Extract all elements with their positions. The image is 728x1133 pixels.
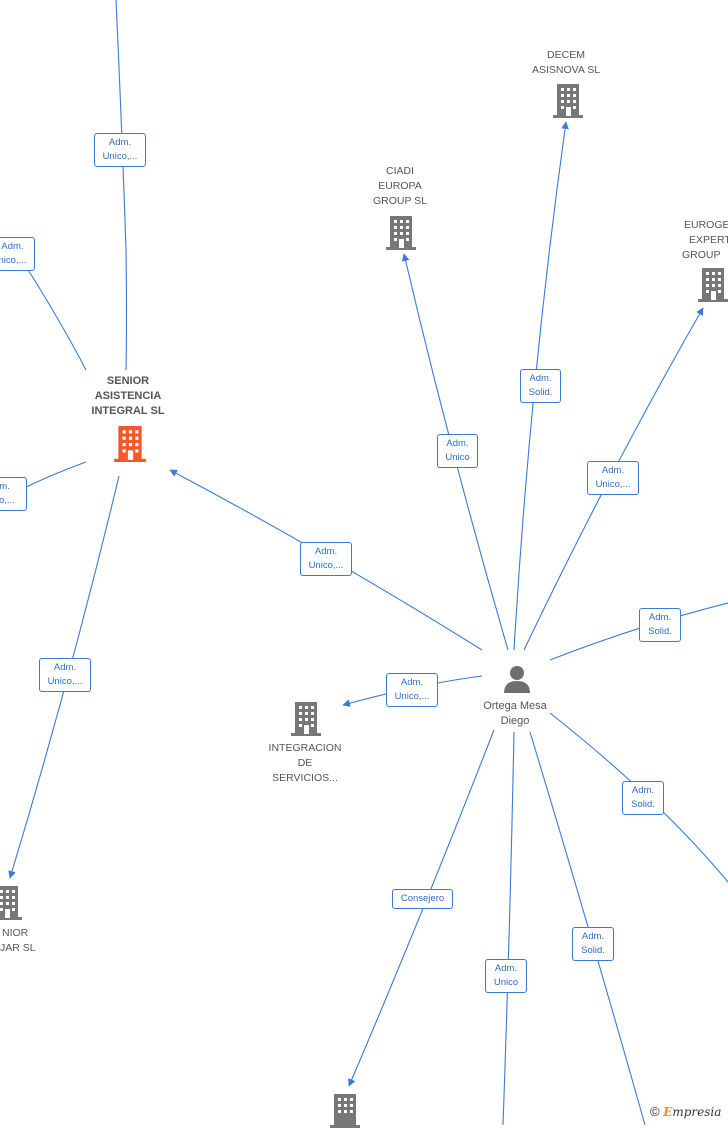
company-label-euroge[interactable]: EUROGE EXPERT GROUP (676, 218, 728, 263)
brand-name: mpresia (672, 1105, 722, 1119)
edge-label-top-senior[interactable]: Adm. Unico,... (94, 133, 146, 167)
edge-label-line: Adm. (53, 662, 77, 673)
edge-label-line: Consejero (400, 893, 445, 904)
company-name-line: EXPERT (689, 234, 728, 246)
edge-label-line: Adm. (108, 137, 132, 148)
person-label-ortega[interactable]: Ortega Mesa Diego (465, 699, 565, 729)
edge-label-line: Unico (493, 977, 519, 988)
edge-ortega-consejero (348, 729, 495, 1087)
edge-label-line: Adm. (529, 373, 552, 384)
building-icon[interactable] (698, 268, 728, 307)
edge-label-line: Adm. (1, 241, 24, 252)
edge-label-line: Solid. (581, 945, 605, 956)
person-name-line: Ortega Mesa (483, 700, 547, 712)
company-name-line: DE (297, 757, 313, 769)
edge-label-line: Adm. (601, 465, 625, 476)
company-name-line: GROUP SL (372, 195, 428, 207)
company-name-line: GROUP (682, 249, 721, 261)
edge-left-upper (24, 264, 87, 371)
edge-label-ortega-integracion[interactable]: Adm. Unico,... (386, 673, 438, 707)
edge-label-line: Unico,... (102, 151, 138, 162)
edge-label-left-lower[interactable]: m. co,... (0, 477, 27, 511)
company-name-line: JAR SL (0, 942, 36, 954)
company-name-line: INTEGRACION (268, 742, 342, 754)
company-label-senior-asistencia[interactable]: SENIOR ASISTENCIA INTEGRAL SL (70, 374, 186, 419)
company-name-line: NIOR (2, 927, 29, 939)
edge-label-left-upper[interactable]: Adm. nico,... (0, 237, 35, 271)
building-icon[interactable] (553, 84, 583, 123)
edge-label-line: Adm. (581, 931, 605, 942)
person-icon[interactable] (502, 664, 532, 699)
company-name-line: SERVICIOS... (272, 772, 338, 784)
copyright-watermark: © Empresia (650, 1104, 721, 1119)
building-icon[interactable] (330, 1094, 360, 1133)
edge-label-line: Unico,... (394, 691, 430, 702)
edge-label-line: Adm. (400, 677, 424, 688)
brand-initial: E (663, 1105, 673, 1119)
building-icon[interactable] (291, 702, 321, 741)
edge-left-lower (19, 461, 87, 491)
company-label-decem[interactable]: DECEM ASISNOVA SL (516, 48, 616, 78)
company-name-line: INTEGRAL SL (91, 405, 165, 417)
edge-label-ortega-ciadi[interactable]: Adm. Unico (437, 434, 478, 468)
edge-label-ortega-right[interactable]: Adm. Solid. (639, 608, 681, 642)
company-label-ciadi[interactable]: CIADI EUROPA GROUP SL (350, 164, 450, 209)
company-name-line: ASISTENCIA (94, 390, 162, 402)
edge-label-ortega-senior[interactable]: Adm. Unico,... (300, 542, 352, 576)
edge-label-line: nico,... (0, 255, 27, 266)
edge-label-ortega-consejero[interactable]: Consejero (392, 889, 453, 909)
edge-label-ortega-lowright[interactable]: Adm. Solid. (622, 781, 664, 815)
edge-top-senior (115, 0, 128, 371)
copyright-symbol: © (650, 1104, 660, 1119)
edge-label-ortega-down2[interactable]: Adm. Solid. (572, 927, 614, 961)
edge-label-line: Solid. (648, 626, 672, 637)
company-label-integracion[interactable]: INTEGRACION DE SERVICIOS... (255, 741, 355, 786)
edge-label-line: Unico,... (47, 676, 83, 687)
company-name-line: ASISNOVA SL (531, 64, 601, 76)
edge-label-line: Unico,... (308, 560, 344, 571)
edge-label-line: m. (0, 481, 10, 492)
edge-label-line: Adm. (314, 546, 338, 557)
company-name-line: EUROGE (684, 219, 728, 231)
edge-ortega-down (502, 731, 515, 1125)
edge-label-line: co,... (0, 495, 15, 506)
building-highlight-icon[interactable] (114, 426, 146, 467)
edge-label-line: Adm. (494, 963, 518, 974)
edge-label-line: Unico (445, 452, 470, 463)
building-icon[interactable] (386, 216, 416, 255)
edge-label-line: Solid. (528, 387, 553, 398)
person-name-line: Diego (500, 715, 530, 727)
edge-label-line: Adm. (648, 612, 672, 623)
edge-label-ortega-euroge[interactable]: Adm. Unico,... (587, 461, 639, 495)
building-icon[interactable] (0, 886, 22, 925)
edge-label-ortega-decem[interactable]: Adm. Solid. (520, 369, 561, 403)
brand-logo: Empresia (663, 1105, 721, 1119)
company-name-line: DECEM (547, 49, 585, 61)
edge-label-line: Adm. (631, 785, 655, 796)
edge-label-senior-down[interactable]: Adm. Unico,... (39, 658, 91, 692)
company-name-line: CIADI (385, 165, 414, 177)
edge-label-line: Unico,... (595, 479, 631, 490)
company-name-line: SENIOR (106, 375, 150, 387)
company-name-line: EUROPA (378, 180, 422, 192)
edge-label-line: Solid. (631, 799, 655, 810)
edge-label-ortega-down[interactable]: Adm. Unico (485, 959, 527, 993)
edge-label-line: Adm. (446, 438, 469, 449)
company-label-senior-bottom[interactable]: NIOR JAR SL (0, 926, 50, 956)
